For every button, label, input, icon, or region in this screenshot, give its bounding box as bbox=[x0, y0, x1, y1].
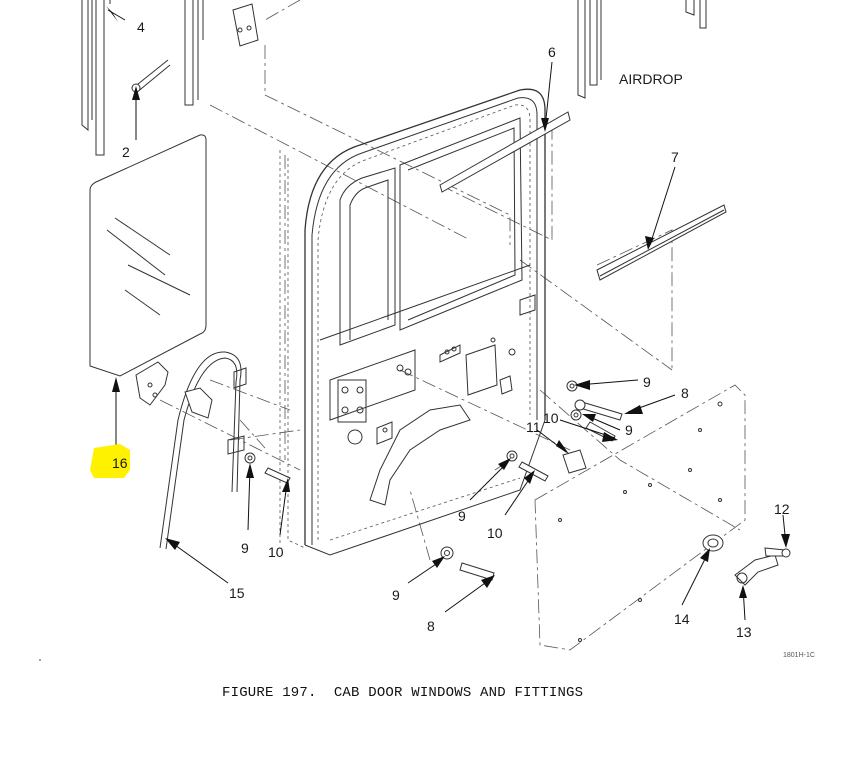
airdrop-note: AIRDROP bbox=[619, 71, 683, 87]
callout-9-b: 9 bbox=[625, 422, 633, 438]
construction-lines bbox=[159, 0, 741, 561]
callout-8-b: 8 bbox=[427, 618, 435, 634]
callout-10-c: 10 bbox=[268, 544, 284, 560]
callout-16: 16 bbox=[112, 455, 128, 471]
callout-9-d: 9 bbox=[241, 540, 249, 556]
callout-9-e: 9 bbox=[392, 587, 400, 603]
callout-9-c: 9 bbox=[458, 508, 466, 524]
regulator-cable bbox=[159, 351, 247, 550]
hinge-bracket bbox=[232, 3, 259, 47]
run-channel-left bbox=[81, 0, 204, 156]
callout-12: 12 bbox=[774, 501, 790, 517]
callout-10-b: 10 bbox=[487, 525, 503, 541]
screw-item-2 bbox=[131, 59, 171, 94]
callout-labels: 2 4 6 7 8 8 9 9 9 9 9 10 10 10 11 12 13 … bbox=[112, 19, 790, 640]
inner-trim-panel bbox=[534, 384, 746, 651]
callout-6: 6 bbox=[548, 44, 556, 60]
window-glass bbox=[89, 134, 207, 406]
callout-4: 4 bbox=[137, 19, 145, 35]
leader-arrows bbox=[106, 6, 790, 621]
weatherstrip-lower bbox=[596, 204, 727, 281]
callout-15: 15 bbox=[229, 585, 245, 601]
highlight-marker bbox=[90, 444, 130, 478]
weatherstrip-upper bbox=[439, 111, 571, 193]
callout-2: 2 bbox=[122, 144, 130, 160]
figure-caption: FIGURE 197. CAB DOOR WINDOWS AND FITTING… bbox=[222, 685, 583, 701]
regulator-handle bbox=[702, 534, 791, 586]
callout-14: 14 bbox=[674, 611, 690, 627]
drawing-code: 1801H-1C bbox=[783, 652, 815, 659]
door-frame bbox=[279, 88, 546, 556]
callout-8-a: 8 bbox=[681, 385, 689, 401]
callout-7: 7 bbox=[671, 149, 679, 165]
callout-13: 13 bbox=[736, 624, 752, 640]
stray-dot bbox=[39, 659, 41, 661]
callout-9-a: 9 bbox=[643, 374, 651, 390]
callout-10-a: 10 bbox=[543, 410, 559, 426]
hardware bbox=[244, 380, 623, 581]
callout-11: 11 bbox=[526, 419, 541, 435]
run-channel-right bbox=[577, 0, 707, 99]
